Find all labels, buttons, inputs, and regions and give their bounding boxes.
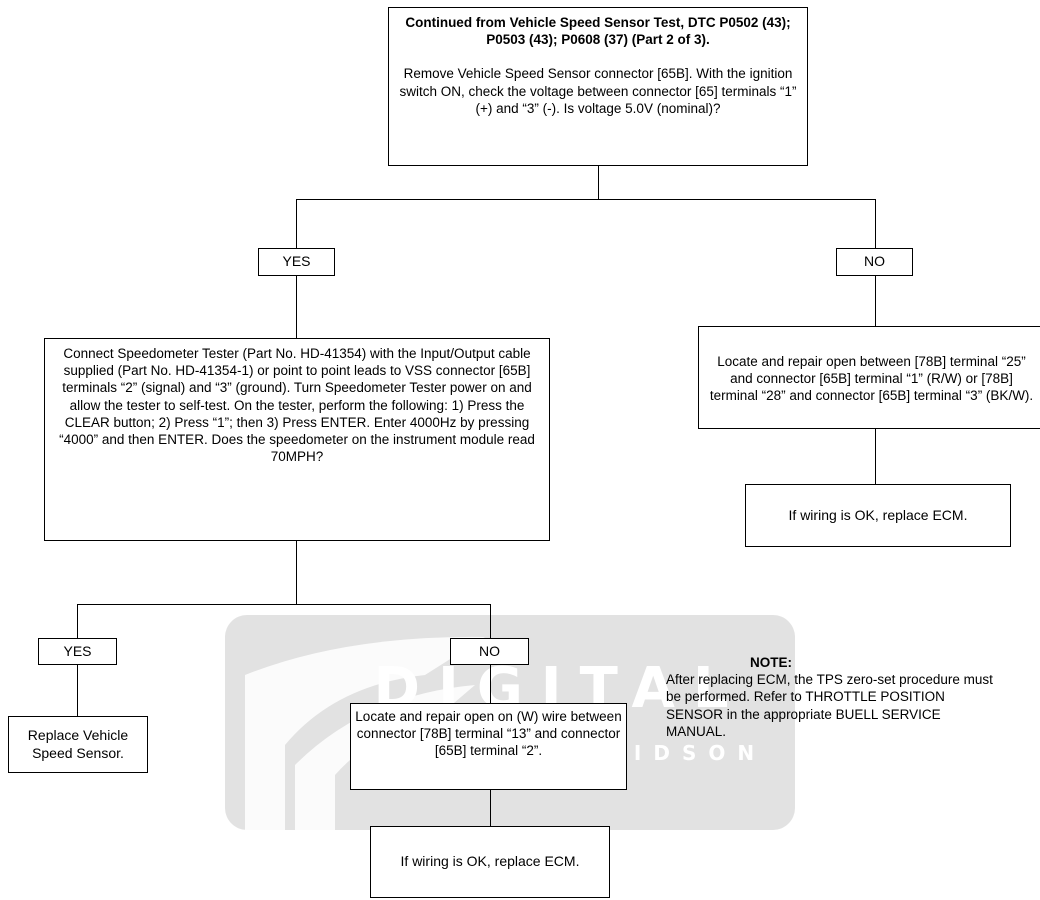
- connector-to-no2: [490, 604, 491, 638]
- start-title: Continued from Vehicle Speed Sensor Test…: [405, 15, 791, 48]
- replace-ecm-right-text: If wiring is OK, replace ECM.: [788, 506, 968, 523]
- connector-no1-down: [875, 276, 876, 326]
- repair-open-w-text: Locate and repair open on (W) wire betwe…: [355, 709, 622, 759]
- note-text: After replacing ECM, the TPS zero-set pr…: [666, 672, 993, 739]
- connector-branch2: [77, 604, 490, 605]
- speedometer-test-text: Connect Speedometer Tester (Part No. HD-…: [59, 346, 535, 465]
- connector-repair-down: [875, 429, 876, 484]
- connector-branch1: [296, 199, 876, 200]
- speedometer-test-box: Connect Speedometer Tester (Part No. HD-…: [44, 338, 550, 541]
- replace-vss-text: Replace Vehicle Speed Sensor.: [27, 727, 129, 761]
- connector-to-yes2: [77, 604, 78, 638]
- connector-to-no1: [875, 199, 876, 248]
- yes-label-1: YES: [258, 248, 335, 276]
- no-label-2: NO: [450, 638, 529, 665]
- start-text: Remove Vehicle Speed Sensor connector [6…: [399, 66, 797, 116]
- repair-open-78b-text: Locate and repair open between [78B] ter…: [709, 353, 1034, 404]
- repair-open-w-box: Locate and repair open on (W) wire betwe…: [350, 703, 627, 790]
- repair-open-78b-box: Locate and repair open between [78B] ter…: [698, 326, 1040, 429]
- connector-start-down: [598, 166, 599, 199]
- connector-yes1-down: [296, 276, 297, 338]
- note-title: NOTE:: [750, 655, 792, 670]
- note-block: NOTE: After replacing ECM, the TPS zero-…: [666, 654, 996, 740]
- no-label-1: NO: [836, 248, 913, 276]
- connector-yes2-down: [77, 665, 78, 716]
- connector-no2-down: [490, 665, 491, 703]
- connector-to-yes1: [296, 199, 297, 248]
- connector-test-down: [296, 541, 297, 604]
- replace-ecm-bottom-box: If wiring is OK, replace ECM.: [370, 826, 610, 898]
- replace-vss-box: Replace Vehicle Speed Sensor.: [8, 716, 148, 773]
- replace-ecm-bottom-text: If wiring is OK, replace ECM.: [400, 853, 580, 870]
- replace-ecm-right-box: If wiring is OK, replace ECM.: [745, 484, 1011, 547]
- yes-label-2: YES: [38, 638, 117, 665]
- connector-repair-w-down: [490, 790, 491, 826]
- start-box: Continued from Vehicle Speed Sensor Test…: [388, 7, 808, 166]
